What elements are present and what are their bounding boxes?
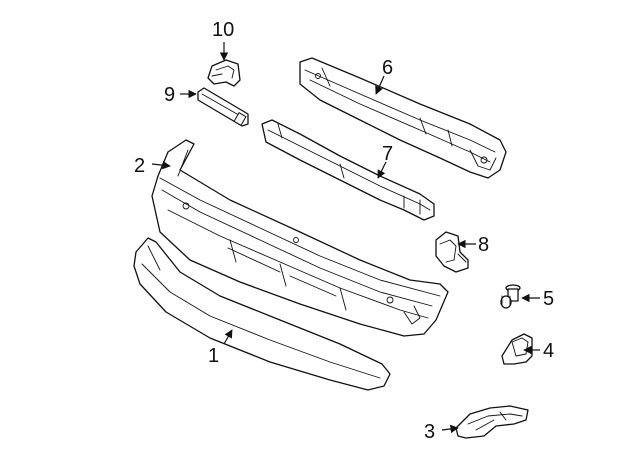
callout-4: 4 xyxy=(543,340,554,362)
callout-6: 6 xyxy=(382,57,393,79)
part-3-bracket xyxy=(455,405,529,439)
part-7-reinforcement xyxy=(261,119,435,221)
part-9-bracket xyxy=(197,87,249,127)
part-2-bumper-cover xyxy=(151,139,449,337)
leader-2 xyxy=(151,160,171,170)
part-6-impact-bar xyxy=(299,57,507,179)
callout-1: 1 xyxy=(208,345,219,367)
part-8-bracket xyxy=(435,231,469,273)
callout-7: 7 xyxy=(382,143,393,165)
leader-3 xyxy=(441,424,459,434)
callout-9: 9 xyxy=(164,84,175,106)
callout-3: 3 xyxy=(424,421,435,443)
leader-lines xyxy=(151,42,540,434)
part-1-valance xyxy=(133,237,391,391)
callout-8: 8 xyxy=(478,234,489,256)
leader-6 xyxy=(375,75,385,95)
callout-10: 10 xyxy=(212,19,234,41)
leader-1 xyxy=(223,329,233,345)
callout-5: 5 xyxy=(543,288,554,310)
part-4-bracket xyxy=(501,333,533,365)
callout-2: 2 xyxy=(134,155,145,177)
part-10-clip xyxy=(207,59,241,87)
leader-7 xyxy=(377,161,387,179)
part-5-bolt xyxy=(500,284,521,309)
callout-labels: 1 2 3 4 5 6 7 8 9 10 xyxy=(134,19,554,443)
